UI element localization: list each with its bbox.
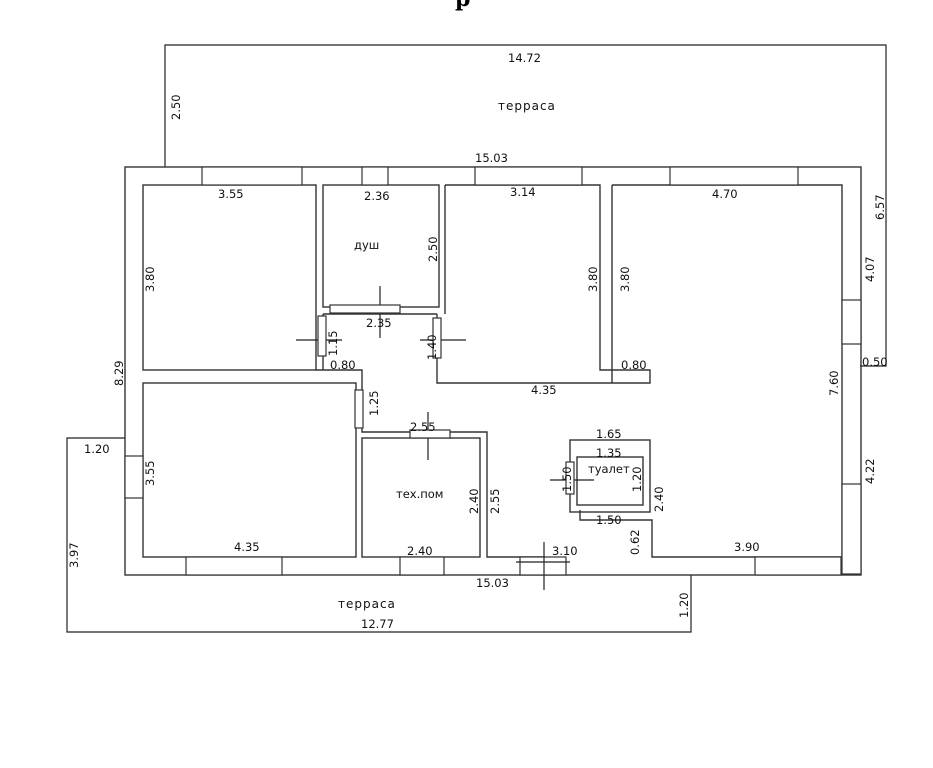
dim-label: 2.55 [488, 488, 502, 514]
dim-label: 1.40 [425, 334, 439, 360]
shower-label: душ [354, 238, 379, 252]
dim-label: 14.72 [508, 51, 541, 65]
dimension-labels-vertical: 2.50 6.57 4.07 4.22 8.29 3.80 2.50 3.80 … [67, 94, 887, 618]
terrace-bottom-outline [66, 437, 692, 633]
dim-label: 1.20 [84, 442, 110, 456]
dim-label: 2.50 [169, 94, 183, 120]
dim-label: 2.36 [364, 189, 390, 203]
dim-label: 4.35 [531, 383, 557, 397]
dim-label: 15.03 [475, 151, 508, 165]
dim-label: 4.22 [863, 458, 877, 484]
dim-label: 2.35 [366, 316, 392, 330]
dim-label: 1.15 [326, 330, 340, 356]
dimension-labels: 14.72 15.03 3.55 2.36 3.14 4.70 2.35 0.8… [84, 51, 888, 631]
dim-label: 2.55 [410, 420, 436, 434]
dim-label: 2.40 [467, 488, 481, 514]
dim-label: 3.97 [67, 542, 81, 568]
dim-label: 1.25 [367, 390, 381, 416]
dim-label: 2.40 [652, 486, 666, 512]
dim-label: 3.80 [618, 266, 632, 292]
dim-label: 2.50 [426, 236, 440, 262]
page-title-fragment: р [455, 0, 470, 12]
dim-label: 1.35 [596, 446, 622, 460]
dim-label: 0.80 [621, 358, 647, 372]
dim-label: 3.80 [143, 266, 157, 292]
dim-label: 1.50 [560, 466, 574, 492]
dim-label: 15.03 [476, 576, 509, 590]
dim-label: 1.20 [630, 466, 644, 492]
dim-label: 3.10 [552, 544, 578, 558]
windows [124, 166, 862, 576]
dim-label: 12.77 [361, 617, 394, 631]
terrace-bottom-label: терраса [338, 597, 396, 611]
dim-label: 4.70 [712, 187, 738, 201]
dim-label: 1.20 [677, 592, 691, 618]
dim-label: 3.55 [143, 460, 157, 486]
dim-label: 7.60 [827, 370, 841, 396]
dim-label: 4.07 [863, 256, 877, 282]
dim-label: 3.90 [734, 540, 760, 554]
dim-label: 0.50 [862, 355, 888, 369]
terrace-top-label: терраса [498, 99, 556, 113]
door-markers [296, 286, 594, 590]
terrace-top-outline [164, 44, 887, 367]
dim-label: 3.14 [510, 185, 536, 199]
toilet-label: туалет [588, 462, 630, 476]
dim-label: 1.65 [596, 427, 622, 441]
dim-label: 2.40 [407, 544, 433, 558]
dim-label: 3.55 [218, 187, 244, 201]
dim-label: 4.35 [234, 540, 260, 554]
dim-label: 1.50 [596, 513, 622, 527]
dim-label: 6.57 [873, 194, 887, 220]
tech-room-label: тех.пом [396, 487, 443, 501]
dim-label: 0.62 [628, 529, 642, 555]
dim-label: 3.80 [586, 266, 600, 292]
dim-label: 8.29 [112, 360, 126, 386]
dim-label: 0.80 [330, 358, 356, 372]
